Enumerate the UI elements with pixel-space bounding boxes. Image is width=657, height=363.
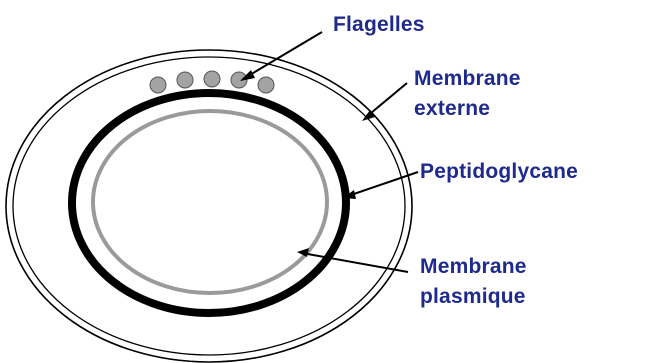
peptidoglycan-layer — [72, 93, 346, 313]
flagellum-dot — [204, 71, 220, 87]
label-peptidoglycane: Peptidoglycane — [420, 159, 578, 185]
label-membrane-externe-line2: externe — [414, 96, 490, 122]
peptidoglycane-leader-line — [348, 172, 418, 196]
label-flagelles: Flagelles — [333, 12, 425, 38]
flagellum-dot — [258, 77, 274, 93]
label-membrane-externe-line1: Membrane — [414, 66, 521, 92]
flagellum-dot — [150, 77, 166, 93]
label-membrane-plasmique-line2: plasmique — [420, 284, 526, 310]
flagellum-dot — [177, 72, 193, 88]
label-membrane-plasmique-line1: Membrane — [420, 254, 527, 280]
flagelles-leader-line — [243, 32, 322, 79]
plasma-membrane-layer — [93, 111, 327, 293]
